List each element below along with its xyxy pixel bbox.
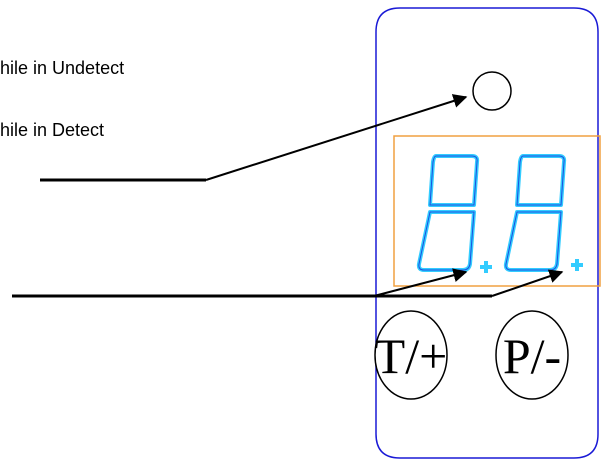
- t-plus-button-label: T/+: [375, 328, 448, 384]
- p-minus-button[interactable]: P/-: [495, 310, 569, 400]
- p-minus-button-label: P/-: [503, 328, 561, 384]
- seven-segment-display: [393, 135, 601, 287]
- led-indicator-icon: [472, 71, 512, 111]
- arrow-to-decimal-2: [491, 269, 564, 297]
- arrow-to-led: [205, 94, 468, 181]
- caption-detect: hile in Detect: [0, 120, 104, 140]
- t-plus-button[interactable]: T/+: [374, 310, 448, 400]
- caption-undetect: hile in Undetect: [0, 58, 124, 78]
- decimal-point-2-icon: [571, 259, 583, 271]
- device-panel: [375, 7, 599, 459]
- arrow-to-decimal-1: [373, 268, 468, 297]
- decimal-point-1-icon: [480, 261, 492, 273]
- digit-2-icon: [503, 154, 567, 272]
- digit-1-icon: [416, 154, 480, 272]
